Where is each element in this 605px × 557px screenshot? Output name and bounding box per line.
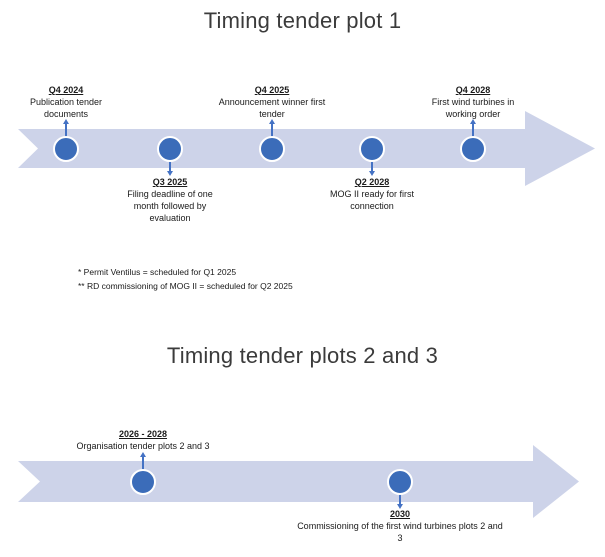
milestone-label: Q4 2028 First wind turbines in working o… [418, 84, 528, 120]
milestone-date: Q4 2025 [254, 85, 290, 95]
milestone-date: Q4 2024 [48, 85, 84, 95]
milestone-date: Q3 2025 [152, 177, 188, 187]
connector-arrow-up [269, 119, 275, 139]
milestone-dot [130, 469, 156, 495]
milestone-dot [460, 136, 486, 162]
milestone-dot [53, 136, 79, 162]
milestone-desc: Organisation tender plots 2 and 3 [76, 441, 210, 451]
milestone-label: Q4 2024 Publication tender documents [16, 84, 116, 120]
milestone-desc: Announcement winner first tender [218, 97, 326, 119]
connector-arrow-down [369, 160, 375, 176]
milestone-desc: Commissioning of the first wind turbines… [297, 521, 503, 543]
timeline1-arrow [18, 111, 595, 186]
connector-arrow-up [63, 119, 69, 139]
milestone-desc: Filing deadline of one month followed by… [127, 189, 213, 223]
milestone-label: 2026 - 2028 Organisation tender plots 2 … [43, 428, 243, 452]
footnote-1: * Permit Ventilus = scheduled for Q1 202… [78, 267, 237, 277]
milestone-dot [359, 136, 385, 162]
timeline2-arrow-shape [18, 445, 579, 518]
milestone-date: Q4 2028 [455, 85, 491, 95]
milestone-date: Q2 2028 [354, 177, 390, 187]
timeline1-arrow-shape [18, 111, 595, 186]
footnote-2: ** RD commissioning of MOG II = schedule… [78, 280, 293, 291]
milestone-dot [259, 136, 285, 162]
milestone-label: 2030 Commissioning of the first wind tur… [295, 508, 505, 544]
connector-arrow-up [140, 452, 146, 470]
connector-arrow-up [470, 119, 476, 139]
milestone-desc: First wind turbines in working order [431, 97, 515, 119]
milestone-dot [157, 136, 183, 162]
milestone-label: Q2 2028 MOG II ready for first connectio… [320, 176, 424, 212]
milestone-desc: Publication tender documents [29, 97, 103, 119]
timeline2-arrow [18, 445, 579, 518]
connector-arrow-down [167, 160, 173, 176]
section1-title: Timing tender plot 1 [203, 8, 402, 33]
connector-arrow-down [397, 493, 403, 509]
milestone-dot [387, 469, 413, 495]
milestone-label: Q3 2025 Filing deadline of one month fol… [118, 176, 222, 224]
footnotes: * Permit Ventilus = scheduled for Q1 202… [78, 266, 293, 293]
section2-title: Timing tender plots 2 and 3 [166, 343, 439, 368]
milestone-date: 2026 - 2028 [118, 429, 168, 439]
milestone-desc: MOG II ready for first connection [329, 189, 414, 211]
milestone-date: 2030 [389, 509, 411, 519]
milestone-label: Q4 2025 Announcement winner first tender [216, 84, 328, 120]
